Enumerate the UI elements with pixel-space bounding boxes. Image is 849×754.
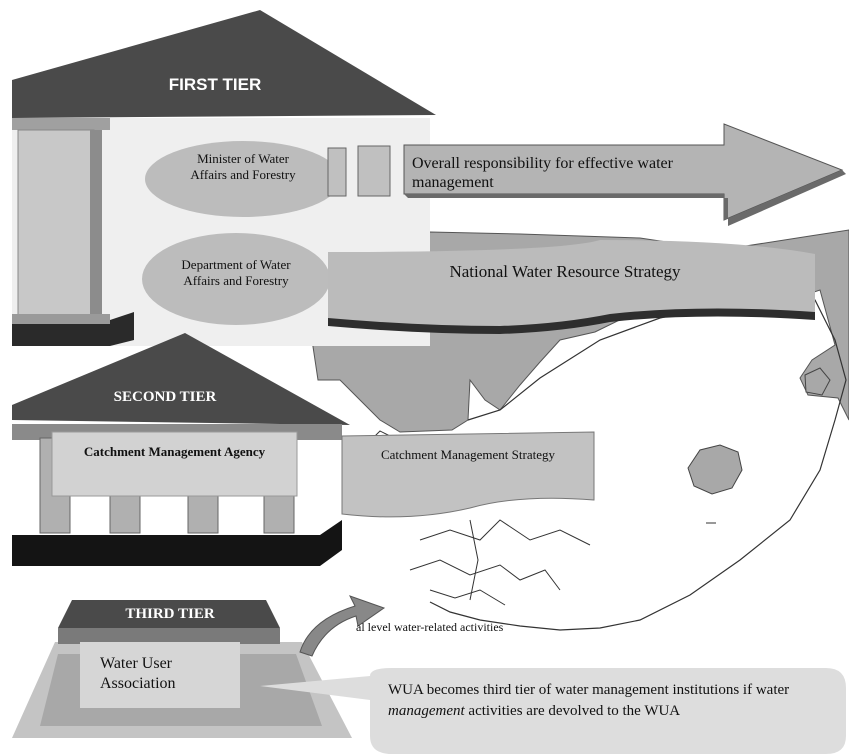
national-strategy-label: National Water Resource Strategy (449, 262, 681, 281)
first-tier-roof (12, 10, 436, 118)
callout-bubble (260, 668, 846, 754)
map-province-line-2 (409, 559, 561, 591)
swaziland-shape (804, 367, 831, 396)
national-strategy-banner (328, 240, 815, 334)
callout-text: WUA becomes third tier of water manageme… (388, 680, 838, 722)
agency-label: Catchment Management Agency (83, 444, 266, 459)
catchment-strategy-label: Catchment Management Strategy (380, 447, 555, 462)
department-ellipse (142, 233, 330, 325)
map-province-line-4 (469, 519, 479, 601)
department-label: Department of Water Affairs and Forestry (181, 257, 291, 289)
responsibility-arrow (327, 123, 846, 226)
activities-label: al level water-related activities (356, 620, 504, 634)
lesotho-shape (687, 444, 743, 495)
third-tier-title: THIRD TIER (125, 606, 215, 622)
map-province-line-3 (429, 589, 506, 606)
association-panel (80, 642, 240, 708)
minister-ellipse (145, 141, 341, 217)
first-tier-title: FIRST TIER (168, 75, 262, 94)
agency-panel (51, 431, 298, 497)
map-province-line-1 (419, 519, 591, 546)
third-tier-roof (58, 600, 280, 628)
callout-text-suffix: activities are devolved to the WUA (464, 703, 681, 719)
second-tier-title: SECOND TIER (113, 389, 217, 405)
association-label: Water User Association (100, 655, 176, 692)
third-tier-building (12, 600, 352, 738)
map-coastline (429, 299, 847, 631)
third-tier-arrow (299, 595, 386, 657)
responsibility-arrow-label: Overall responsibility for effective wat… (412, 155, 673, 192)
catchment-strategy-banner (341, 431, 595, 518)
second-tier-base (12, 520, 342, 566)
second-tier-roof (12, 333, 350, 425)
minister-label: Minister of Water Affairs and Forestry (190, 151, 296, 183)
callout-text-emphasis: management (388, 703, 465, 719)
first-tier-column (17, 129, 95, 321)
second-tier-building (12, 333, 350, 566)
callout-text-prefix: WUA becomes third tier of water manageme… (388, 682, 790, 698)
